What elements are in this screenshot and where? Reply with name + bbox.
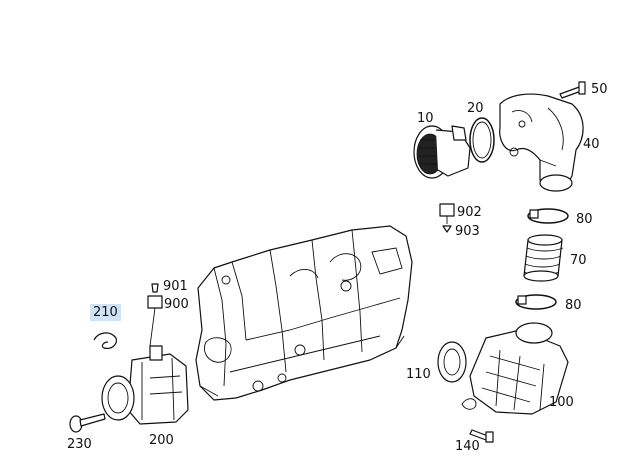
callout-80-lower[interactable]: 80 — [565, 298, 582, 313]
hose-clamp-lower-drawing — [515, 294, 557, 310]
connector-900-drawing — [147, 283, 163, 347]
seal-ring-drawing — [437, 341, 467, 383]
screw-140-drawing — [469, 429, 494, 443]
plug-connector-drawing — [439, 203, 455, 233]
callout-100[interactable]: 100 — [549, 395, 574, 410]
callout-210[interactable]: 210 — [90, 304, 121, 321]
air-duct-drawing — [461, 322, 569, 415]
callout-20[interactable]: 20 — [467, 101, 484, 116]
bellows-hose-drawing — [523, 234, 564, 282]
air-mass-sensor-drawing — [413, 125, 471, 179]
callout-200[interactable]: 200 — [149, 433, 174, 448]
callout-902[interactable]: 902 — [457, 205, 482, 220]
callout-80-upper[interactable]: 80 — [576, 212, 593, 227]
throttle-body-drawing — [101, 345, 189, 425]
callout-900[interactable]: 900 — [164, 297, 189, 312]
o-ring-drawing — [469, 117, 495, 163]
callout-40[interactable]: 40 — [583, 137, 600, 152]
callout-901[interactable]: 901 — [163, 279, 188, 294]
intake-elbow-drawing — [499, 93, 584, 192]
callout-10[interactable]: 10 — [417, 111, 434, 126]
callout-903[interactable]: 903 — [455, 224, 480, 239]
callout-230[interactable]: 230 — [67, 437, 92, 452]
bolt-drawing — [559, 81, 586, 99]
callout-110[interactable]: 110 — [406, 367, 431, 382]
callout-140[interactable]: 140 — [455, 439, 480, 454]
intake-manifold-drawing — [195, 225, 413, 401]
callout-50[interactable]: 50 — [591, 82, 608, 97]
screw-230-drawing — [69, 413, 106, 433]
callout-70[interactable]: 70 — [570, 253, 587, 268]
hose-clamp-upper-drawing — [527, 208, 569, 224]
clip-210-drawing — [93, 332, 117, 349]
